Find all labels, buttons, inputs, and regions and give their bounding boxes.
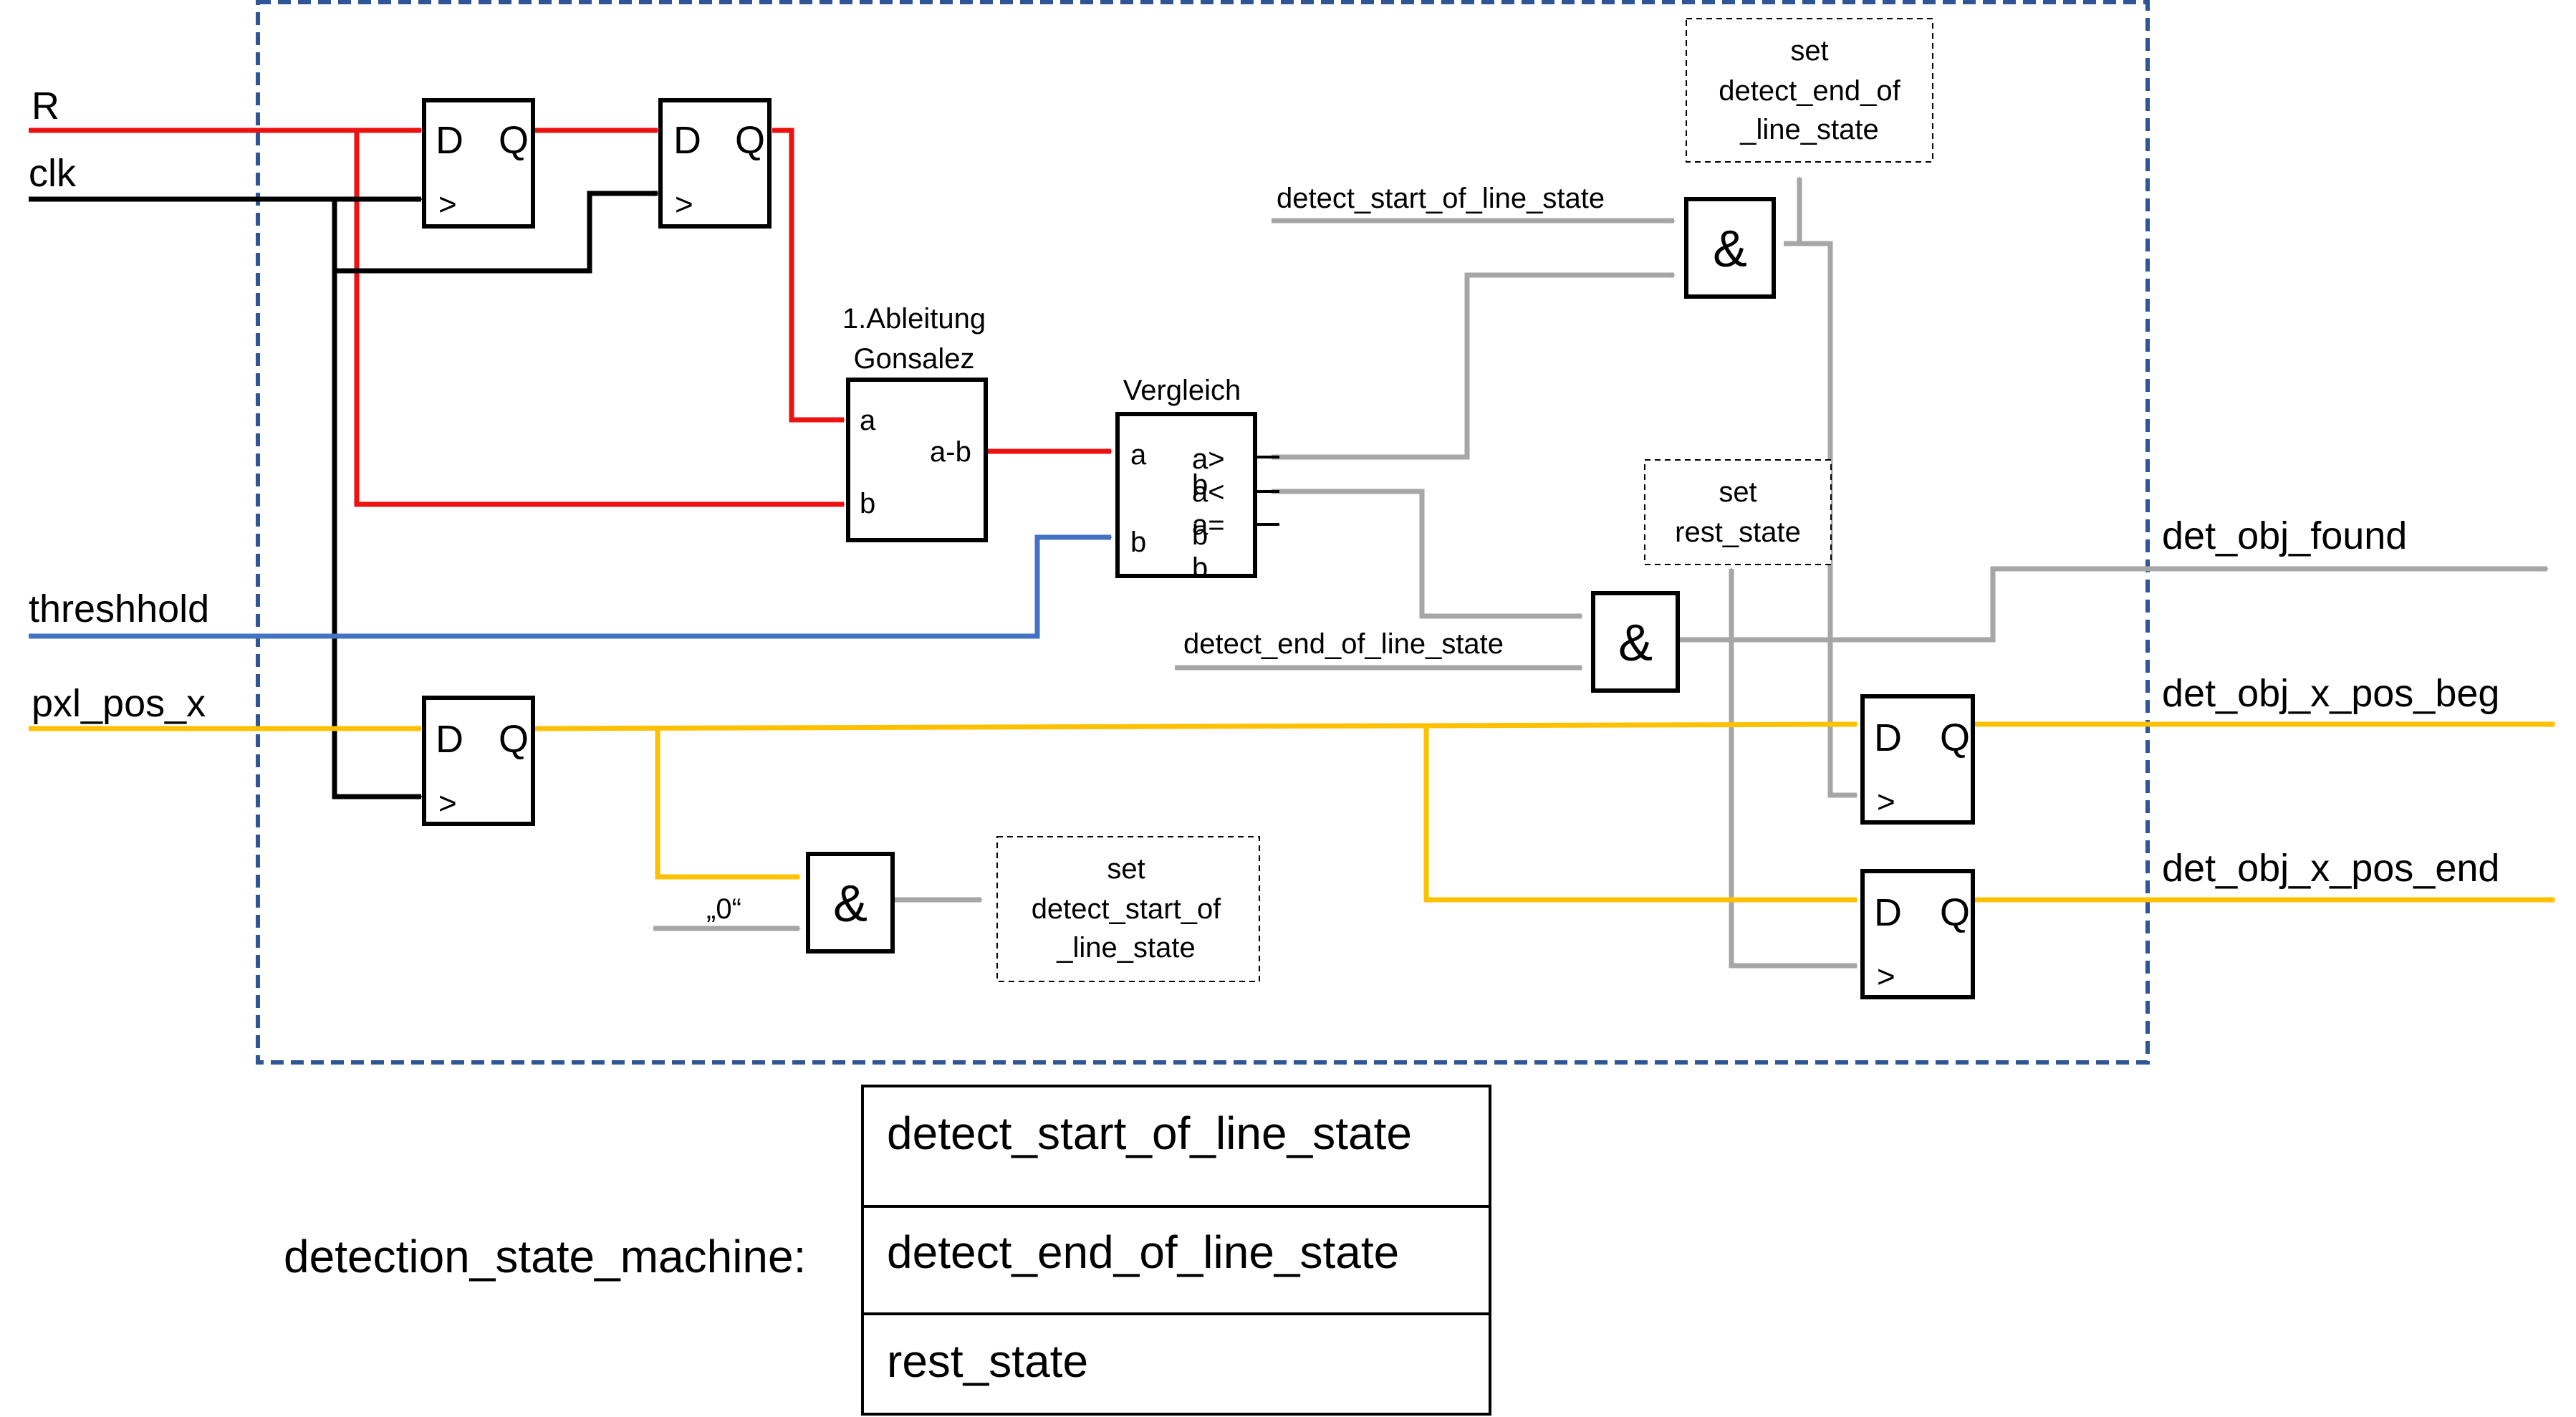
ff-q-label: Q (499, 119, 529, 162)
ff-q-label: Q (735, 119, 765, 162)
ff-clk-label: > (438, 786, 457, 821)
compare-block: Vergleich a b a> b a< b a= b (1115, 375, 1257, 584)
compare-out-eq-b: b (1192, 552, 1208, 584)
output-det-obj-x-pos-beg-label: det_obj_x_pos_beg (2162, 672, 2499, 715)
signal-threshhold-label: threshhold (29, 587, 209, 630)
ff-q-label: Q (499, 718, 529, 761)
svg-text:_line_state: _line_state (1739, 114, 1878, 145)
derivative-out: a-b (930, 436, 971, 468)
and-gate-symbol: & (1618, 615, 1653, 672)
set-end-of-line-box: set detect_end_of _line_state (1686, 18, 1933, 163)
compare-out-gt-b: b (1192, 469, 1208, 501)
flipflop-pxl: D Q > (422, 696, 535, 826)
ff-clk-label: > (1877, 784, 1895, 820)
compare-out-gt: a> (1192, 443, 1225, 475)
state-rest: rest_state (887, 1335, 1088, 1387)
svg-text:set: set (1719, 476, 1756, 508)
ff-clk-label: > (675, 187, 693, 222)
ff-clk-label: > (438, 187, 457, 222)
compare-title: Vergleich (1123, 375, 1241, 406)
svg-text:set: set (1790, 35, 1828, 67)
set-rest-state-box: set rest_state (1644, 459, 1832, 565)
control-wires (653, 176, 2549, 969)
and-gate-start-of-line: & (1684, 197, 1776, 299)
compare-out-lt: a< (1192, 476, 1225, 508)
and-gate-symbol: & (1713, 221, 1747, 278)
flipflop-r1: D Q > (422, 98, 535, 229)
signal-r-label: R (32, 85, 59, 128)
ff-q-label: Q (1940, 891, 1970, 934)
compare-in-a: a (1130, 439, 1147, 471)
signal-clk-label: clk (29, 152, 77, 195)
state-detect-start: detect_start_of_line_state (887, 1108, 1412, 1159)
compare-out-eq: a= (1192, 509, 1225, 541)
zero-constant-label: „0“ (706, 893, 741, 925)
ff-q-label: Q (1940, 716, 1970, 759)
svg-text:detect_end_of: detect_end_of (1719, 75, 1900, 107)
derivative-title-line2: Gonsalez (854, 343, 975, 375)
and-gate-zero: & (806, 852, 895, 954)
svg-text:rest_state: rest_state (1675, 517, 1801, 548)
data-wires (29, 721, 2556, 903)
and-gate-symbol: & (833, 875, 868, 933)
compare-in-b: b (1130, 527, 1146, 558)
state-machine: detection_state_machine: detect_start_of… (284, 1085, 1491, 1416)
signal-pxl-pos-x-label: pxl_pos_x (32, 682, 206, 725)
detect-start-of-line-input-label: detect_start_of_line_state (1277, 183, 1605, 214)
set-start-of-line-box: set detect_start_of _line_state (996, 836, 1260, 982)
ff-d-label: D (436, 718, 463, 761)
ff-d-label: D (673, 119, 701, 162)
compare-output-stubs (1256, 456, 1279, 526)
flipflop-r2: D Q > (658, 98, 772, 229)
svg-text:set: set (1107, 853, 1145, 885)
svg-text:detect_start_of: detect_start_of (1032, 893, 1221, 925)
ff-d-label: D (1874, 716, 1902, 759)
output-det-obj-x-pos-end-label: det_obj_x_pos_end (2162, 847, 2499, 890)
and-gate-end-of-line: & (1591, 591, 1680, 693)
svg-text:_line_state: _line_state (1056, 932, 1195, 964)
threshold-wires (29, 534, 1112, 639)
reset-wires (29, 128, 1112, 507)
output-det-obj-found-label: det_obj_found (2162, 514, 2407, 557)
ff-clk-label: > (1877, 959, 1895, 994)
module-boundary (256, 0, 2150, 1065)
compare-out-lt-b: b (1192, 519, 1208, 551)
derivative-in-b: b (860, 488, 875, 519)
detect-end-of-line-input-label: detect_end_of_line_state (1183, 628, 1504, 660)
derivative-title-line1: 1.Ableitung (842, 303, 986, 335)
flipflop-x-pos-end: D Q > (1860, 869, 1975, 999)
ff-d-label: D (1874, 891, 1902, 934)
derivative-in-a: a (860, 405, 876, 436)
state-detect-end: detect_end_of_line_state (887, 1226, 1399, 1278)
flipflop-x-pos-beg: D Q > (1860, 694, 1975, 825)
state-machine-label: detection_state_machine: (284, 1231, 806, 1282)
signal-labels: R clk threshhold pxl_pos_x detect_start_… (29, 85, 2499, 925)
derivative-block: 1.Ableitung Gonsalez a b a-b (842, 303, 988, 542)
ff-d-label: D (436, 119, 463, 162)
clock-wires (29, 191, 659, 799)
